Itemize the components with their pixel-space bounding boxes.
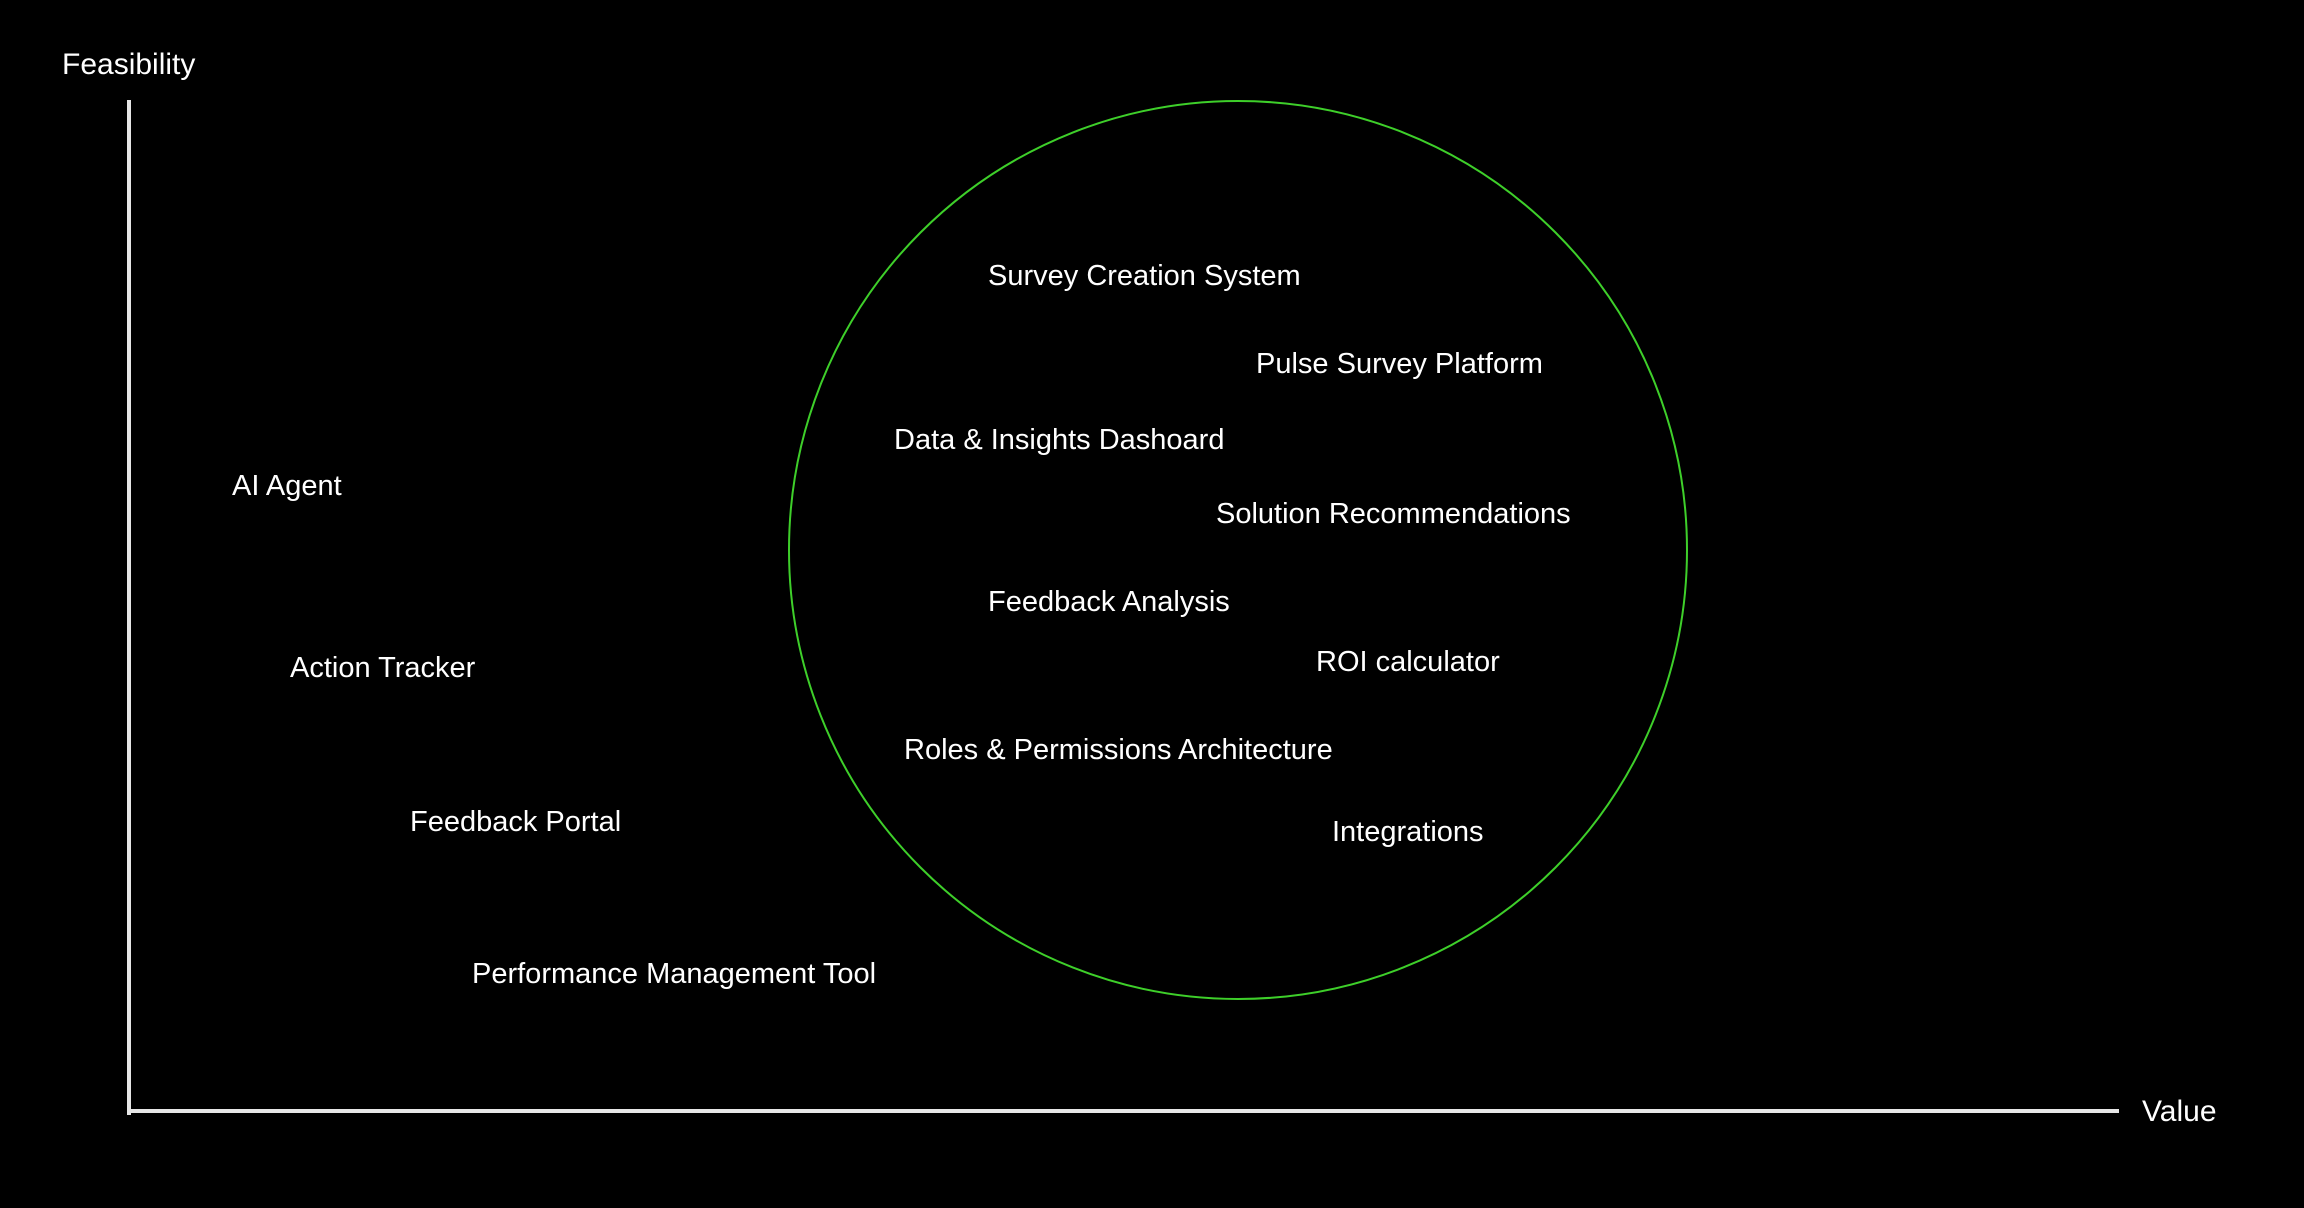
item-performance-management-tool: Performance Management Tool [472,958,877,990]
item-action-tracker: Action Tracker [290,652,476,684]
item-feedback-portal: Feedback Portal [410,806,622,838]
item-data-insights-dashboard: Data & Insights Dashoard [894,424,1225,456]
item-feedback-analysis: Feedback Analysis [988,586,1230,618]
item-roles-permissions: Roles & Permissions Architecture [904,734,1333,766]
item-solution-recommendations: Solution Recommendations [1216,498,1571,530]
item-roi-calculator: ROI calculator [1316,646,1500,678]
item-ai-agent: AI Agent [232,470,342,502]
item-integrations: Integrations [1332,816,1484,848]
priority-circle [788,100,1688,1000]
x-axis-line [127,1109,2119,1113]
item-survey-creation-system: Survey Creation System [988,260,1301,292]
item-pulse-survey-platform: Pulse Survey Platform [1256,348,1543,380]
y-axis-label: Feasibility [62,48,196,81]
x-axis-label: Value [2142,1095,2217,1128]
y-axis-line [127,100,131,1115]
